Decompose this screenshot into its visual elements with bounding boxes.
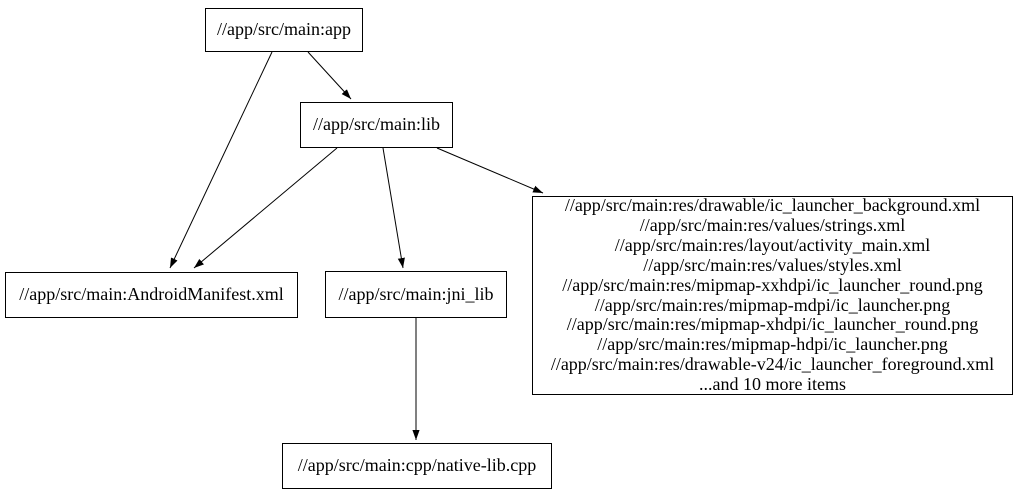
- node-native-lib-cpp-label: //app/src/main:cpp/native-lib.cpp: [297, 455, 537, 476]
- node-app-label: //app/src/main:app: [217, 19, 351, 40]
- edge-app-to-manifest: [169, 51, 273, 269]
- res-file-line: //app/src/main:res/layout/activity_main.…: [614, 234, 931, 255]
- res-file-line: //app/src/main:res/mipmap-xhdpi/ic_launc…: [566, 314, 979, 335]
- node-app-target: //app/src/main:app: [205, 8, 363, 52]
- node-jni-lib-target: //app/src/main:jni_lib: [325, 271, 507, 318]
- res-file-line: //app/src/main:res/mipmap-hdpi/ic_launch…: [597, 334, 948, 355]
- edge-lib-to-res: [436, 147, 544, 194]
- res-more-items-line: ...and 10 more items: [699, 374, 846, 395]
- edge-app-to-lib: [307, 51, 352, 100]
- node-native-lib-cpp: //app/src/main:cpp/native-lib.cpp: [282, 443, 552, 489]
- res-file-line: //app/src/main:res/values/styles.xml: [643, 254, 902, 275]
- node-lib-label: //app/src/main:lib: [313, 114, 440, 135]
- res-file-line: //app/src/main:res/drawable/ic_launcher_…: [564, 194, 981, 215]
- node-android-manifest-label: //app/src/main:AndroidManifest.xml: [19, 284, 284, 305]
- node-lib-target: //app/src/main:lib: [300, 102, 453, 148]
- node-android-manifest: //app/src/main:AndroidManifest.xml: [5, 272, 298, 318]
- edge-lib-to-jni-lib: [382, 147, 405, 269]
- edge-lib-to-manifest: [193, 147, 338, 269]
- node-res-file-group: //app/src/main:res/drawable/ic_launcher_…: [532, 194, 1013, 395]
- res-file-line: //app/src/main:res/mipmap-xxhdpi/ic_laun…: [562, 274, 983, 295]
- res-file-line: //app/src/main:res/values/strings.xml: [639, 214, 906, 235]
- res-file-line: //app/src/main:res/drawable-v24/ic_launc…: [550, 354, 995, 375]
- res-file-line: //app/src/main:res/mipmap-mdpi/ic_launch…: [594, 294, 951, 315]
- node-jni-lib-label: //app/src/main:jni_lib: [338, 283, 494, 304]
